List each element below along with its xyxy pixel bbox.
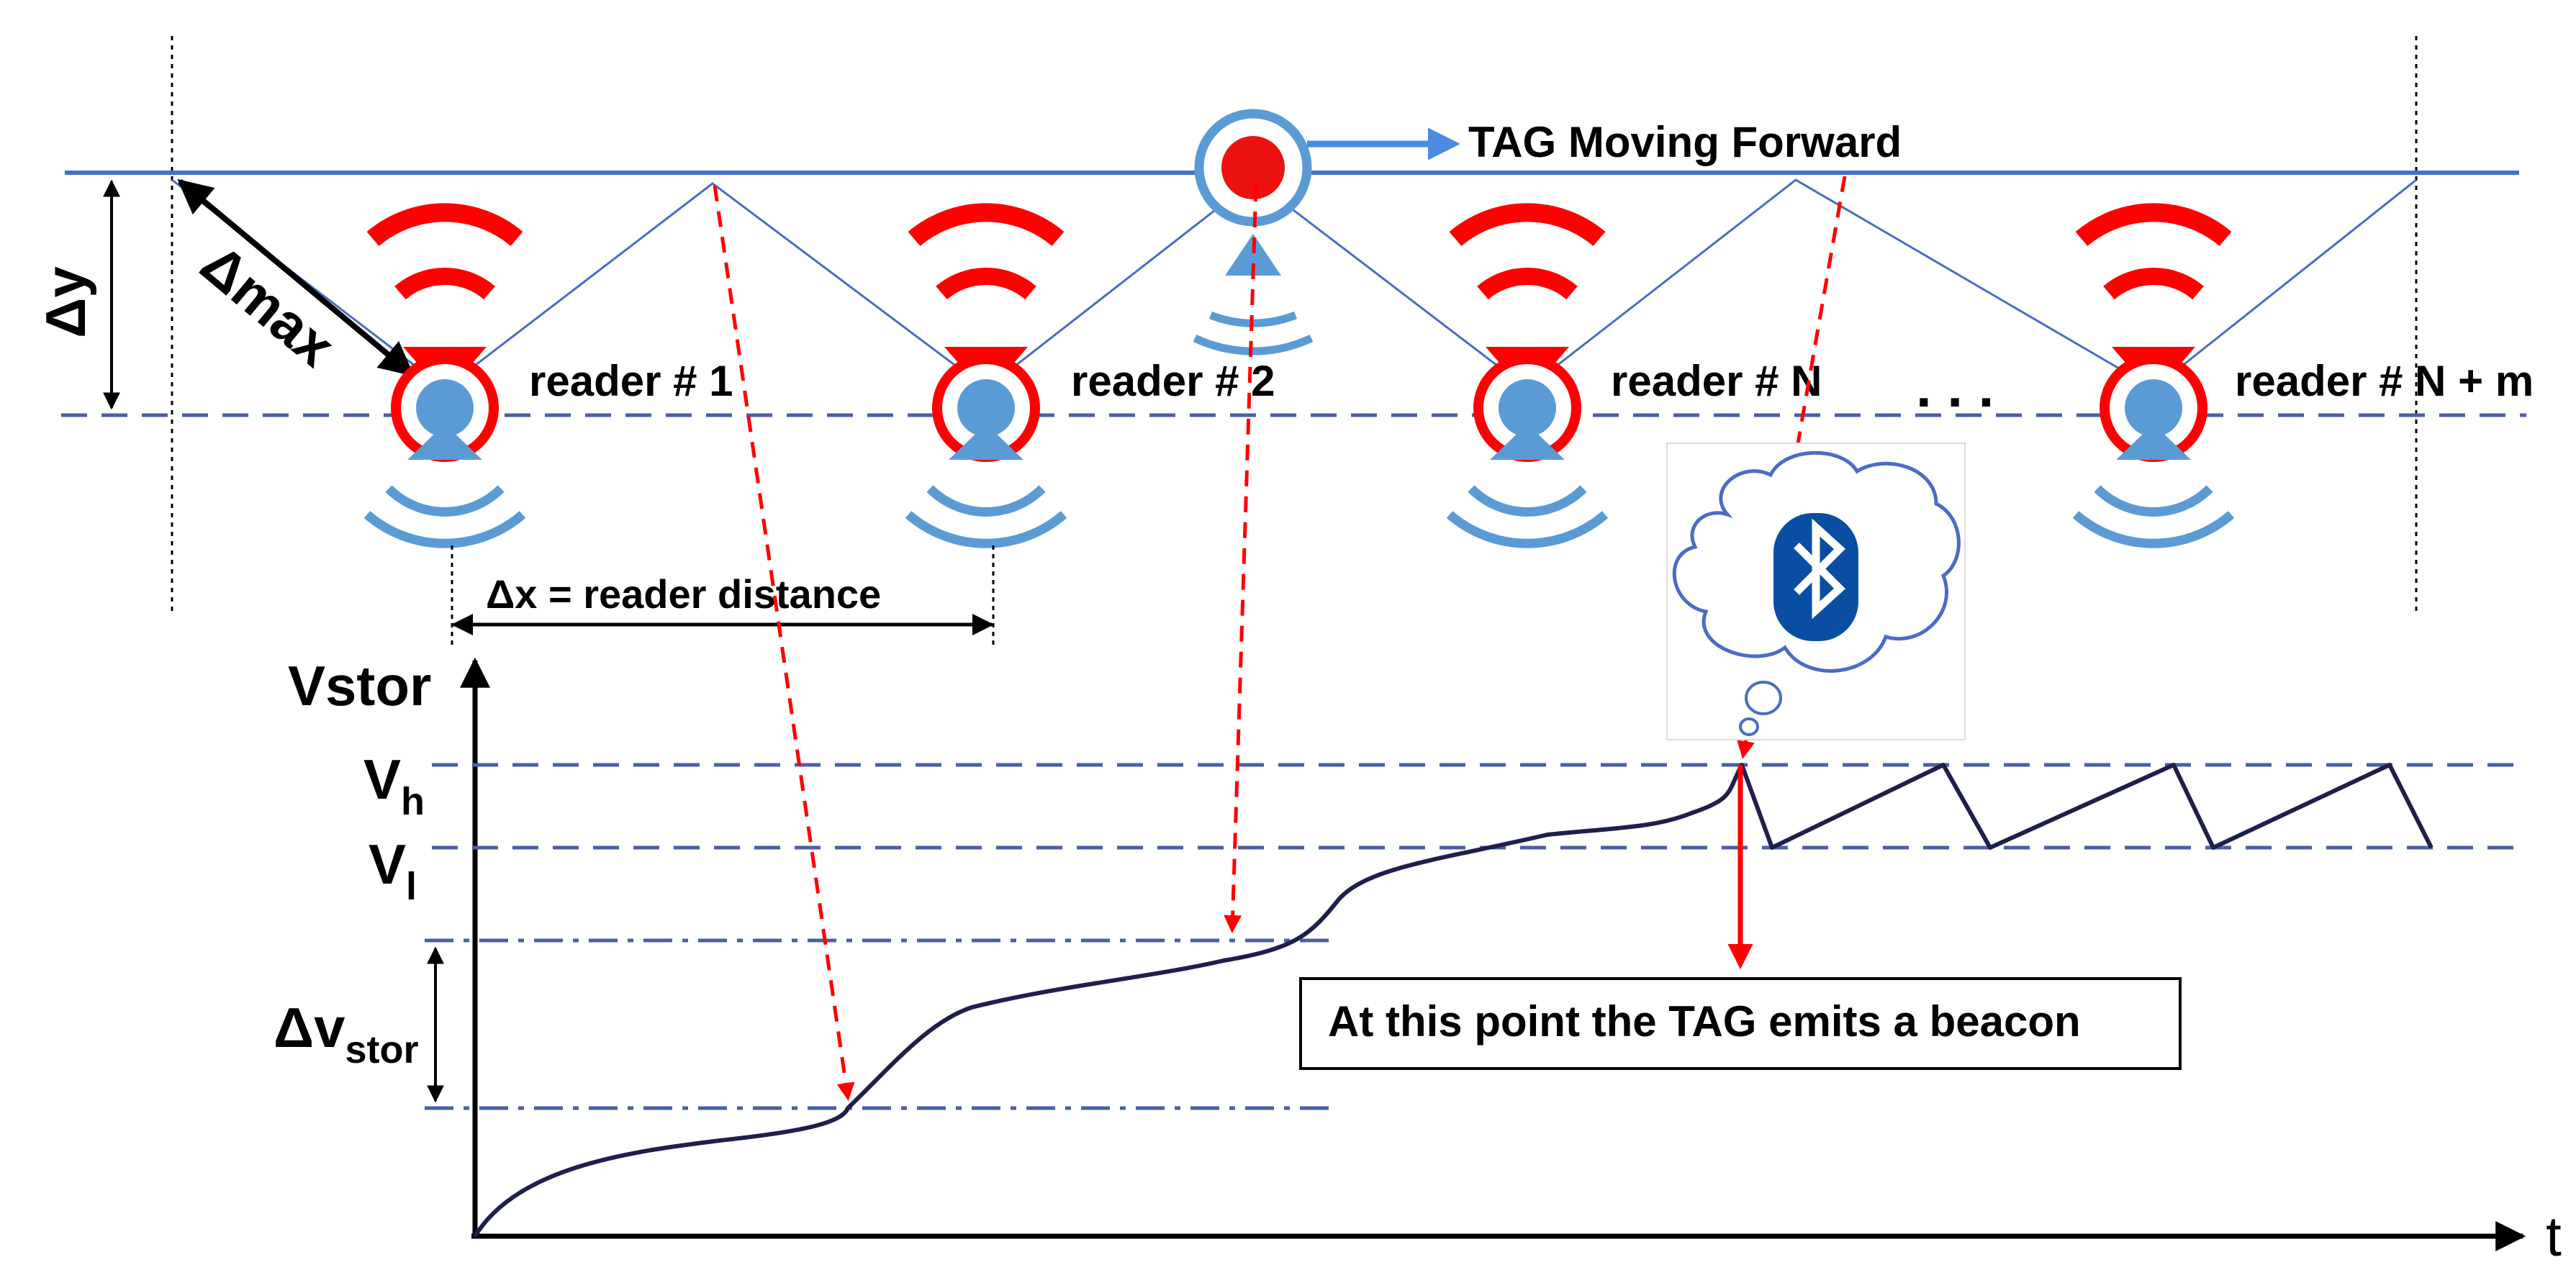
reader-2-icon bbox=[908, 212, 1064, 543]
vl-label: Vl bbox=[369, 833, 417, 908]
delta-max-arrow bbox=[177, 178, 415, 377]
reader-2-label: reader # 2 bbox=[1071, 357, 1275, 405]
delta-x-label: Δx = reader distance bbox=[486, 571, 881, 617]
tag-moving-label: TAG Moving Forward bbox=[1468, 118, 1902, 166]
delta-y-label: Δy bbox=[34, 266, 97, 337]
delta-v-label: Δvstor bbox=[274, 996, 418, 1071]
vh-sub: h bbox=[401, 780, 425, 823]
beacon-callout-text: At this point the TAG emits a beacon bbox=[1328, 997, 2081, 1046]
bluetooth-icon bbox=[1773, 513, 1858, 641]
delta-v-main: Δv bbox=[274, 996, 345, 1059]
reader-1-icon bbox=[367, 212, 523, 543]
vh-label: Vh bbox=[363, 748, 425, 823]
reader-n-label: reader # N bbox=[1611, 357, 1822, 405]
vstor-label: Vstor bbox=[288, 654, 431, 717]
vl-main: V bbox=[369, 833, 406, 896]
reader-n-icon bbox=[1450, 212, 1605, 543]
ellipsis: . . . bbox=[1916, 355, 1994, 419]
reader-n-plus-m-label: reader # N + m bbox=[2235, 357, 2534, 405]
vl-sub: l bbox=[406, 865, 417, 908]
vh-main: V bbox=[363, 748, 401, 811]
beacon-callout-box bbox=[1299, 977, 2182, 1070]
harvest-arrow-1 bbox=[713, 185, 855, 1101]
t-axis-label: t bbox=[2546, 1205, 2562, 1268]
vstor-curve bbox=[473, 763, 2433, 1238]
coverage-zigzag bbox=[171, 178, 2417, 390]
delta-v-sub: stor bbox=[345, 1028, 418, 1071]
harvest-arrow-2 bbox=[1224, 185, 1258, 933]
reader-n-plus-m-icon bbox=[2076, 212, 2231, 543]
reader-1-label: reader # 1 bbox=[529, 357, 733, 405]
